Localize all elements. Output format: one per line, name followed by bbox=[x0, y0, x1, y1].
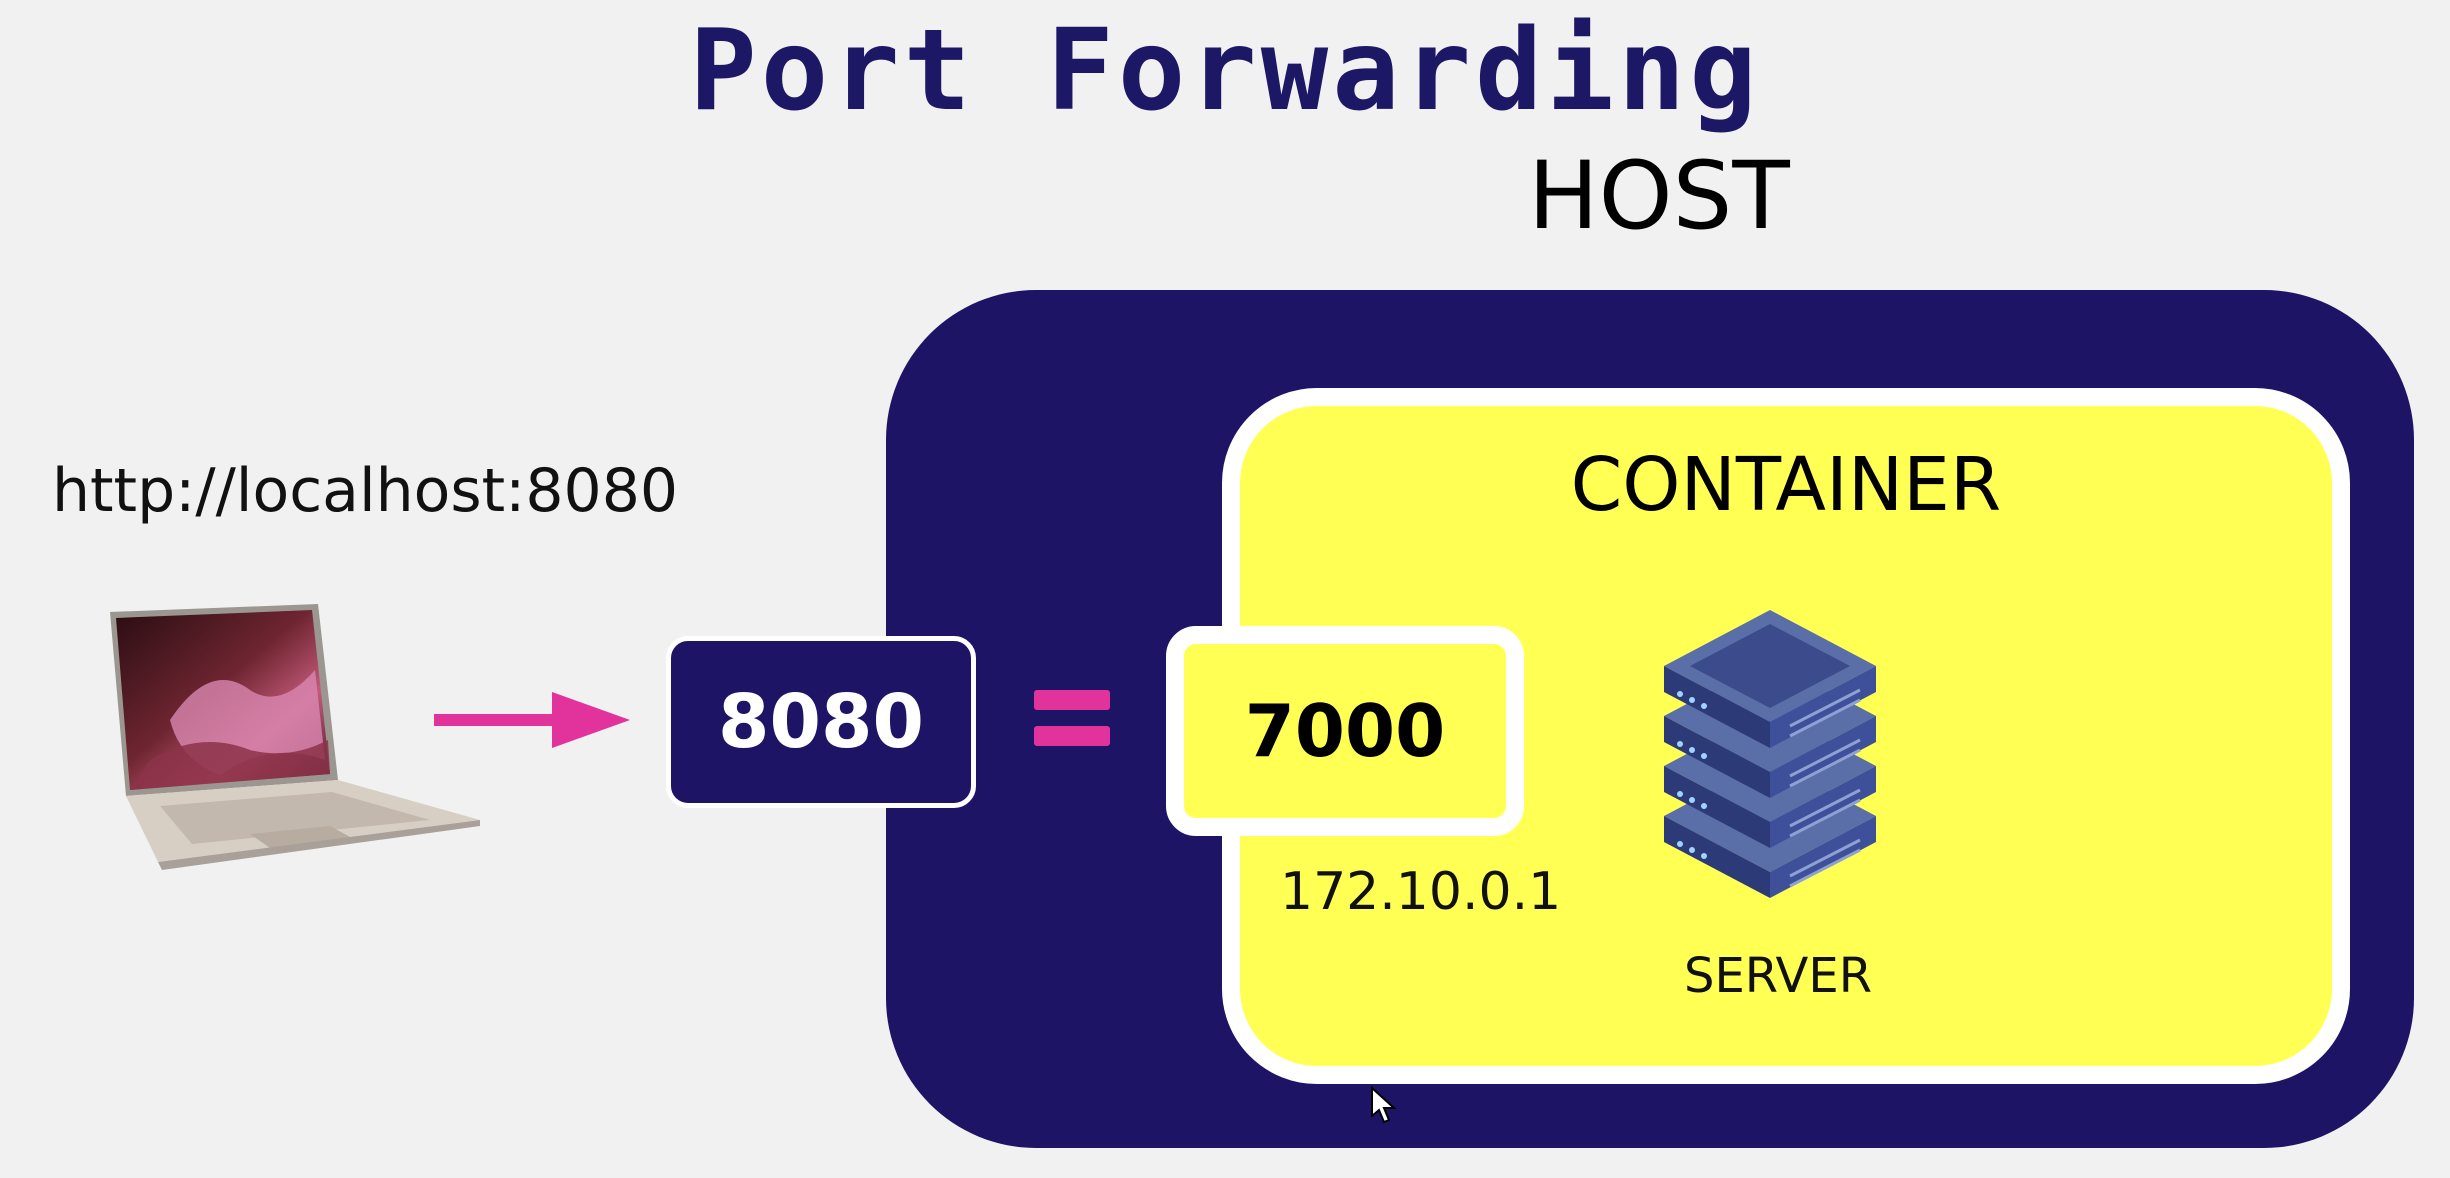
server-label: SERVER bbox=[1684, 948, 1873, 1004]
host-port-label: 8080 bbox=[718, 679, 924, 765]
host-port-box: 8080 bbox=[666, 636, 976, 808]
url-label: http://localhost:8080 bbox=[52, 456, 679, 526]
container-port-box: 7000 bbox=[1166, 626, 1524, 836]
arrow-right-icon bbox=[434, 692, 630, 748]
host-label: HOST bbox=[1528, 142, 1790, 251]
page-title: Port Forwarding bbox=[689, 6, 1761, 136]
mouse-cursor-icon bbox=[1371, 1086, 1397, 1124]
container-label: CONTAINER bbox=[1570, 442, 2002, 528]
server-rack-icon bbox=[1664, 610, 1876, 898]
equals-icon bbox=[1034, 690, 1110, 746]
laptop-icon bbox=[110, 604, 480, 870]
container-port-label: 7000 bbox=[1244, 689, 1446, 773]
container-ip-label: 172.10.0.1 bbox=[1280, 862, 1562, 922]
